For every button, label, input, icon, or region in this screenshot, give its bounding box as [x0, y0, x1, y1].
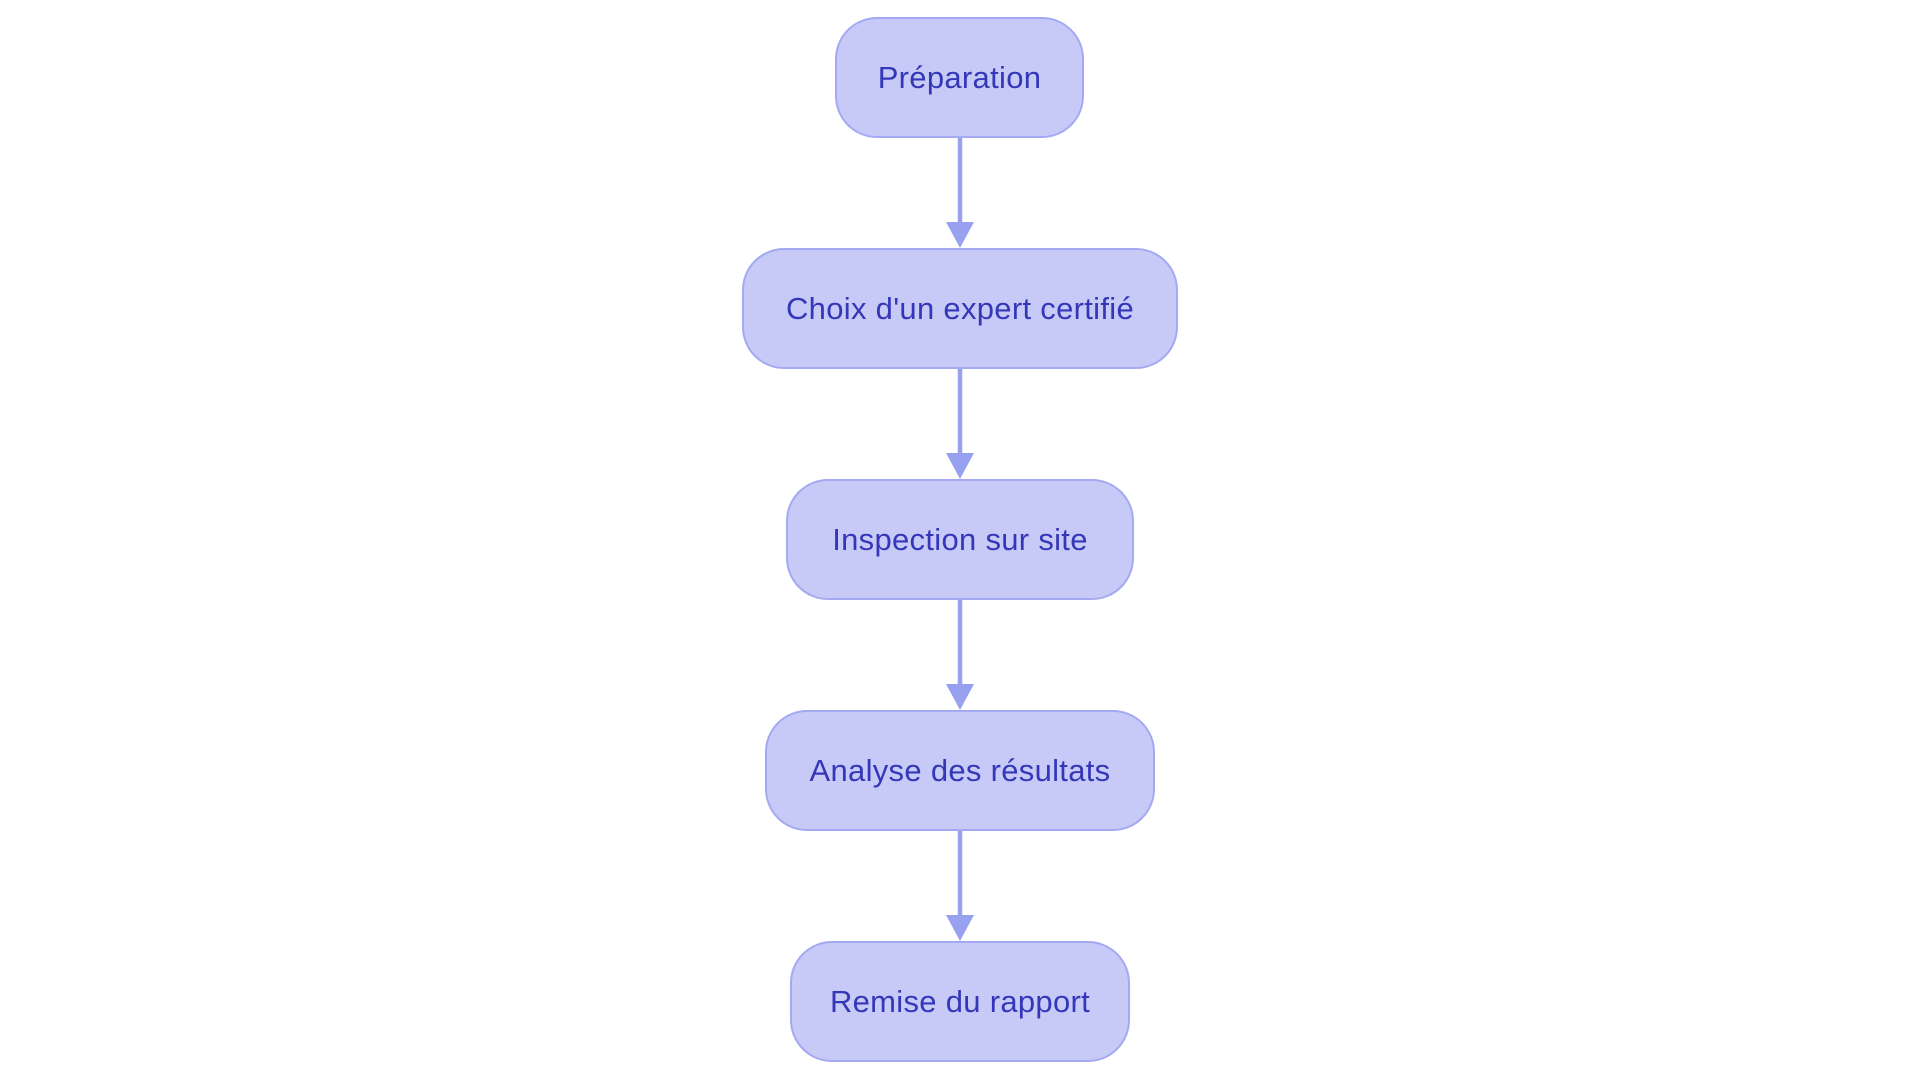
- node-label-preparation: Préparation: [877, 59, 1042, 95]
- node-label-analyse: Analyse des résultats: [809, 752, 1111, 788]
- flow-arrow-1: [946, 138, 974, 248]
- node-label-choix-expert: Choix d'un expert certifié: [786, 290, 1134, 326]
- flow-arrow-2: [946, 369, 974, 479]
- node-label-remise-rapport: Remise du rapport: [829, 983, 1091, 1019]
- flow-node-inspection: Inspection sur site: [786, 479, 1134, 600]
- flow-node-preparation: Préparation: [835, 17, 1084, 138]
- node-label-inspection: Inspection sur site: [832, 521, 1088, 557]
- flow-arrow-3: [946, 600, 974, 710]
- flow-arrow-4: [946, 831, 974, 941]
- flow-node-analyse: Analyse des résultats: [765, 710, 1155, 831]
- flow-node-choix-expert: Choix d'un expert certifié: [742, 248, 1178, 369]
- flow-node-remise-rapport: Remise du rapport: [790, 941, 1130, 1062]
